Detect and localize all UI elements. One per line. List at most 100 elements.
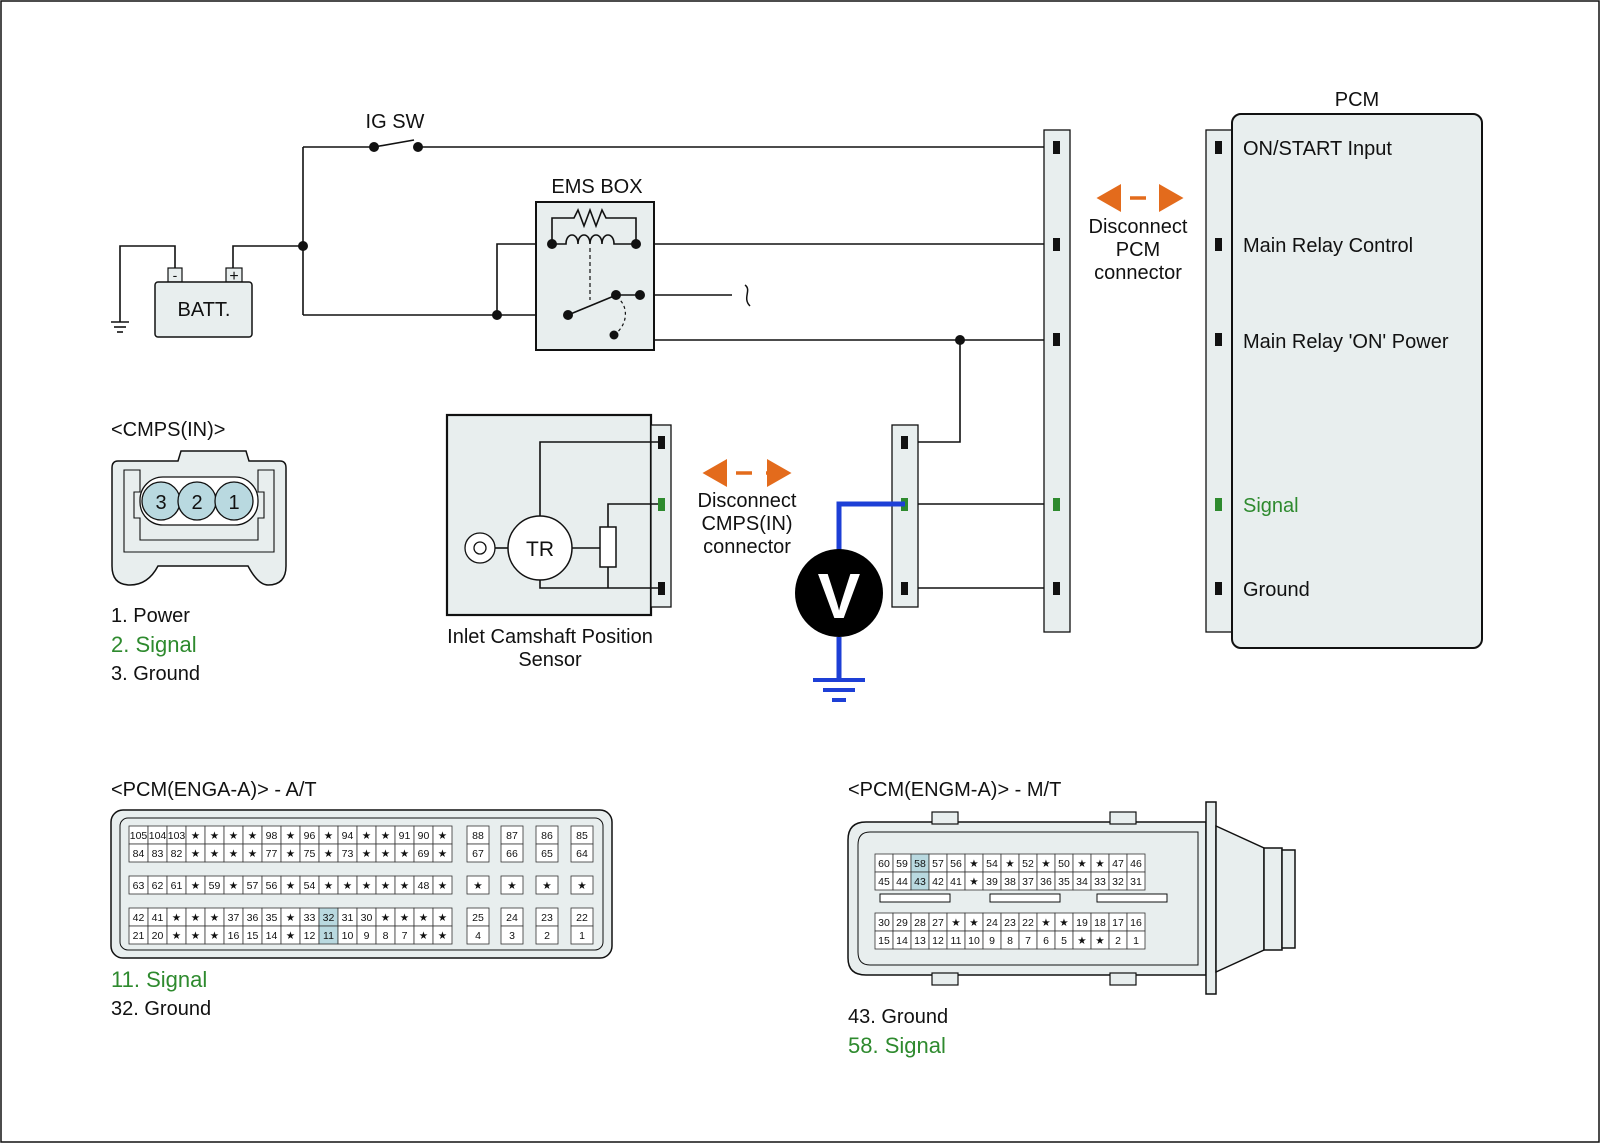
pcm-a-pin: 94 bbox=[342, 830, 354, 842]
pcm-a-pin: 96 bbox=[304, 830, 316, 842]
pcm-m-pin: 27 bbox=[932, 917, 944, 929]
pcm-a-pin: 8 bbox=[383, 930, 389, 942]
pcm-a-pin: ★ bbox=[286, 930, 296, 942]
pcm-a-pin: 3 bbox=[509, 930, 515, 942]
pcm-m-pin: 32 bbox=[1112, 876, 1124, 888]
pcm-a-pin: 65 bbox=[541, 848, 553, 860]
pcm-m-pin: 50 bbox=[1058, 858, 1070, 870]
pcm-m-pin: 7 bbox=[1025, 935, 1031, 947]
pcm-a-pin: 15 bbox=[247, 930, 259, 942]
pcm-a-pin-box bbox=[535, 843, 559, 863]
pcm-m-pin-box bbox=[1126, 930, 1146, 950]
pcm-a-pin: 30 bbox=[361, 912, 373, 924]
pcm-m-pin: 5 bbox=[1061, 935, 1067, 947]
voltmeter-icon bbox=[795, 549, 883, 637]
inlet-camshaft-position-sensor: TR bbox=[445, 413, 672, 617]
pcm-a-pin: ★ bbox=[438, 912, 448, 924]
pcm-pin-signal: Signal bbox=[1243, 495, 1299, 517]
pcm-a-pin: ★ bbox=[191, 912, 201, 924]
pcm-a-pin: 14 bbox=[266, 930, 278, 942]
harness-pins bbox=[1053, 141, 1060, 595]
pcm-m-pin: ★ bbox=[969, 858, 979, 870]
wire-break-symbol bbox=[744, 284, 751, 307]
pcm-m-pin: ★ bbox=[969, 917, 979, 929]
pcm-m-pin: ★ bbox=[1041, 917, 1051, 929]
pcm-m-title: <PCM(ENGM-A)> - M/T bbox=[848, 779, 1061, 801]
pcm-m-pin: 42 bbox=[932, 876, 944, 888]
pcm-a-pin: 75 bbox=[304, 848, 316, 860]
pcm-pin-main-relay-control: Main Relay Control bbox=[1243, 235, 1413, 257]
pcm-a-pin: ★ bbox=[172, 930, 182, 942]
pcm-a-pin: ★ bbox=[419, 912, 429, 924]
cmps-connector-face bbox=[111, 450, 287, 586]
pcm-pin-on-start: ON/START Input bbox=[1243, 138, 1392, 160]
pcm-a-pin: 16 bbox=[228, 930, 240, 942]
pcm-a-pin: 11 bbox=[323, 930, 334, 942]
pcm-a-pin: 86 bbox=[541, 830, 553, 842]
pcm-m-pin: ★ bbox=[951, 917, 961, 929]
pcm-a-pin: ★ bbox=[229, 848, 239, 860]
pcm-a-pin: 9 bbox=[364, 930, 370, 942]
pcm-a-pin-box bbox=[466, 925, 490, 945]
pcm-m-pin: ★ bbox=[1095, 858, 1105, 870]
pcm-a-pin: 91 bbox=[399, 830, 411, 842]
pcm-m-pin: 1 bbox=[1133, 935, 1139, 947]
pcm-a-pin: ★ bbox=[191, 848, 201, 860]
pcm-a-pin: 104 bbox=[149, 830, 167, 842]
pcm-m-pin: 18 bbox=[1094, 917, 1106, 929]
pcm-a-pin: 35 bbox=[266, 912, 278, 924]
pcm-a-pin: 25 bbox=[472, 912, 484, 924]
pcm-m-pin: 44 bbox=[896, 876, 908, 888]
sensor-name-line-2: Sensor bbox=[518, 649, 582, 671]
pcm-m-pin: 43 bbox=[914, 876, 926, 888]
cmps-legend-signal: 2. Signal bbox=[111, 632, 197, 657]
pcm-a-pin: 12 bbox=[304, 930, 316, 942]
pcm-a-pin: 61 bbox=[171, 880, 183, 892]
pcm-a-pin: 59 bbox=[209, 880, 221, 892]
pcm-a-pin: ★ bbox=[362, 880, 372, 892]
pcm-m-pin: 8 bbox=[1007, 935, 1013, 947]
pcm-m-pin: 30 bbox=[878, 917, 890, 929]
pcm-a-pin: ★ bbox=[286, 880, 296, 892]
pcm-a-pin: ★ bbox=[362, 830, 372, 842]
pcm-a-pin: ★ bbox=[438, 880, 448, 892]
pcm-connector-strip bbox=[1205, 129, 1233, 633]
pcm-m-pin: 17 bbox=[1112, 917, 1124, 929]
pcm-a-pin: 66 bbox=[506, 848, 518, 860]
pcm-a-pin: 56 bbox=[266, 880, 278, 892]
pcm-title: PCM bbox=[1335, 89, 1379, 111]
pcm-a-pin: ★ bbox=[210, 930, 220, 942]
sensor-harness-strip bbox=[891, 424, 919, 608]
pcm-a-pin-box bbox=[432, 875, 453, 895]
pcm-a-pin: ★ bbox=[381, 880, 391, 892]
pcm-a-pin: ★ bbox=[400, 848, 410, 860]
pcm-a-pin: ★ bbox=[286, 912, 296, 924]
cmps-pin-2: 2 bbox=[191, 492, 202, 514]
pcm-m-pin: 34 bbox=[1076, 876, 1088, 888]
pcm-a-legend-signal: 11. Signal bbox=[111, 967, 207, 992]
pcm-pin-main-relay-power: Main Relay 'ON' Power bbox=[1243, 331, 1449, 353]
pcm-a-pin: 24 bbox=[506, 912, 518, 924]
pcm-a-pin: ★ bbox=[324, 880, 334, 892]
sensor-name-line-1: Inlet Camshaft Position bbox=[447, 626, 653, 648]
pcm-m-connector-body bbox=[847, 801, 1296, 995]
pcm-m-pin: 37 bbox=[1022, 876, 1034, 888]
pcm-m-pin: 6 bbox=[1043, 935, 1049, 947]
pcm-a-pin-box bbox=[500, 925, 524, 945]
pcm-a-pin: ★ bbox=[419, 930, 429, 942]
battery: - + BATT. bbox=[154, 267, 253, 338]
disconnect-cmps-label-1: Disconnect bbox=[698, 490, 797, 512]
cmps-pin-1: 1 bbox=[228, 492, 239, 514]
pcm-a-pin-box bbox=[570, 843, 594, 863]
pcm-a-pin: ★ bbox=[229, 880, 239, 892]
voltmeter-label: V bbox=[818, 560, 861, 632]
pcm-a-pin: 33 bbox=[304, 912, 316, 924]
pcm-m-pin: ★ bbox=[1041, 858, 1051, 870]
pcm-a-pin: ★ bbox=[286, 830, 296, 842]
pcm-a-pin: ★ bbox=[210, 912, 220, 924]
pcm-a-pin: 2 bbox=[544, 930, 550, 942]
pcm-a-pin: 63 bbox=[133, 880, 145, 892]
pcm-m-pin: 56 bbox=[950, 858, 962, 870]
ig-switch-label: IG SW bbox=[366, 111, 425, 133]
